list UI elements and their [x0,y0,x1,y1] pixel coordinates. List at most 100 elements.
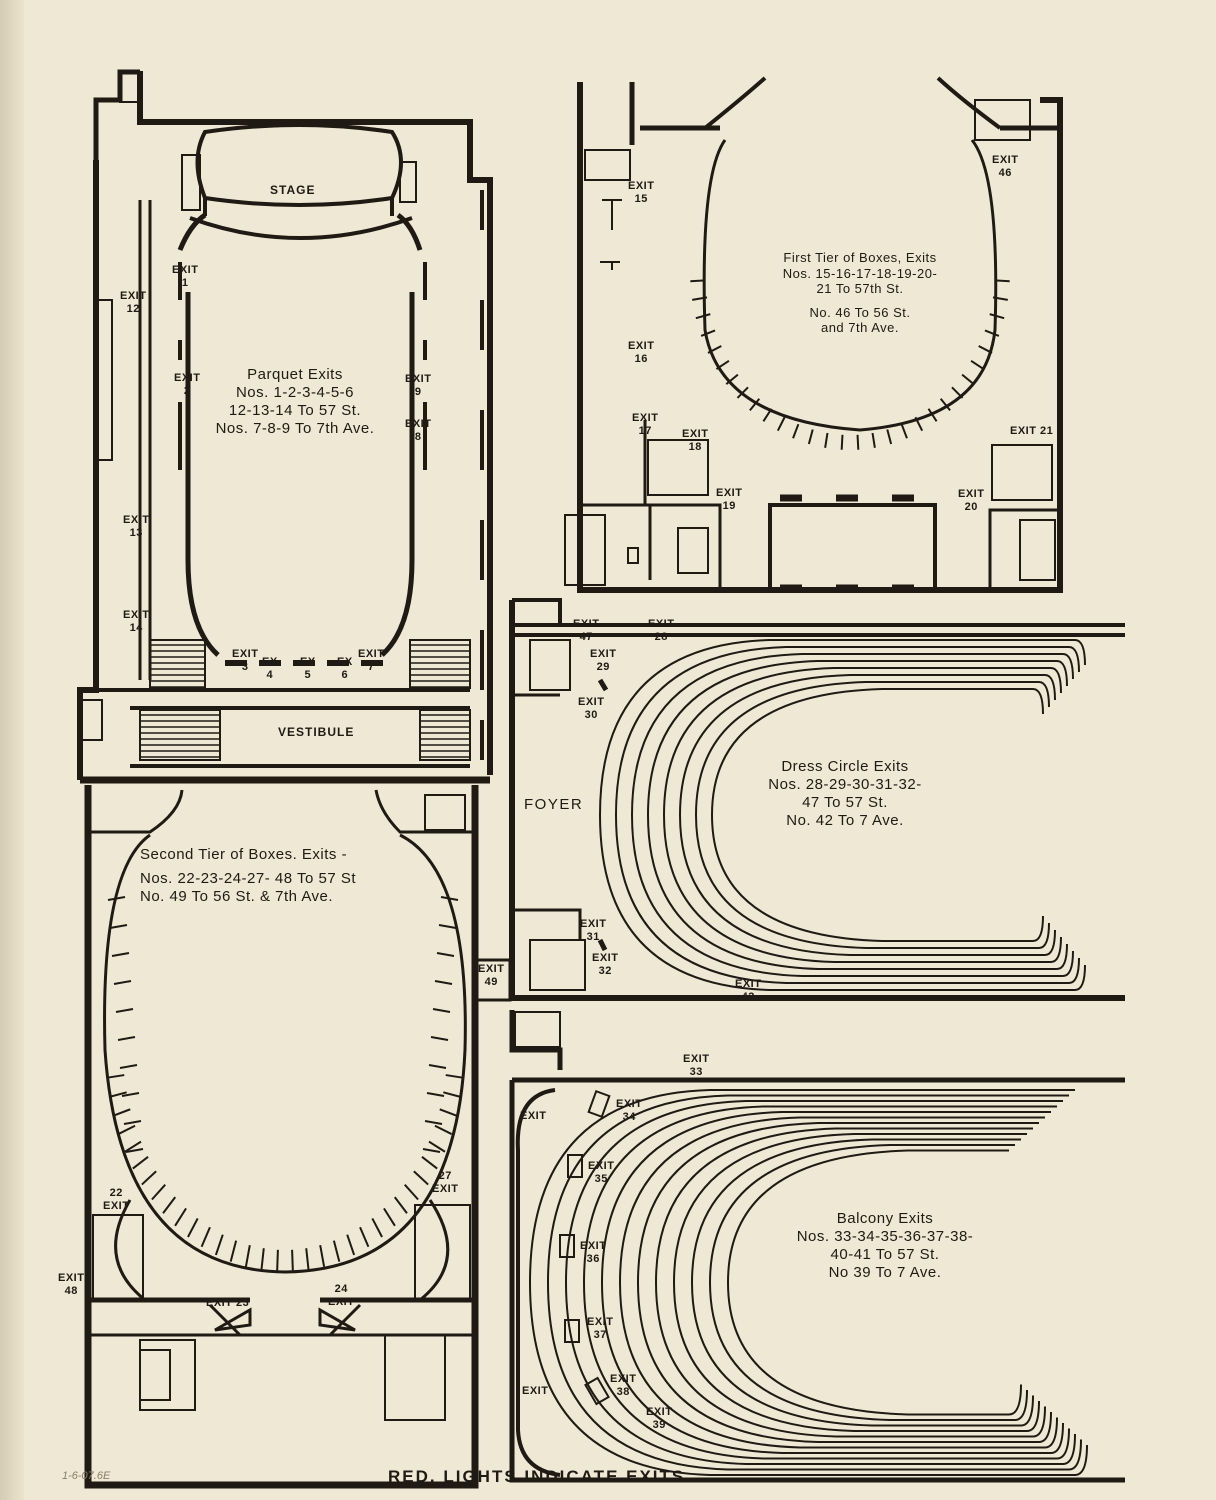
exit-word: EXIT [120,290,147,302]
first-tier-box-divider [707,345,722,354]
dress-circle-line-2: 47 To 57 St. [802,794,888,811]
second-tier-box-divider [151,1184,166,1201]
first-tier-box-divider [939,398,951,412]
second-tier-box-divider [108,1091,127,1098]
exit-number: 39 [652,1419,666,1432]
second-tier-box-divider [117,1036,136,1041]
parquet-exits-info: Parquet Exits Nos. 1-2-3-4-5-6 12-13-14 … [185,366,405,438]
exit-word: EXIT [432,1183,459,1196]
exit-number: 46 [998,167,1012,180]
balcony-row [528,1089,1088,1476]
exit-number: 38 [616,1386,630,1399]
second-tier-box-divider [393,1196,408,1214]
exit-word: EXIT [628,340,655,352]
exit-word: EXIT [358,648,385,660]
dress-circle-row [694,681,1050,949]
exit-word: EXIT [646,1406,673,1418]
exit-word: EXIT [628,180,655,192]
exit-number: 33 [689,1066,703,1079]
first-tier-box-divider [736,386,749,399]
exit-number: 24 [334,1283,348,1295]
foyer-label: FOYER [524,796,584,813]
balcony-exits-info: Balcony Exits Nos. 33-34-35-36-37-38- 40… [750,1210,1020,1282]
exit-word: EXIT [716,487,743,499]
exit-word: EXIT [632,412,659,424]
exit-number: 29 [596,661,610,674]
stage-label: STAGE [270,183,316,197]
second-tier-box-divider [319,1245,326,1267]
exit-number: 49 [484,976,498,989]
second-tier-box-divider [428,1064,447,1069]
exit-number: 8 [414,431,422,444]
second-tier-title: Second Tier of Boxes. Exits - [140,846,348,863]
first-tier-box-divider [970,359,985,370]
second-tier-box-divider [229,1240,238,1262]
exit-word: EXIT [123,514,150,526]
first-tier-box-divider [692,296,708,301]
exit-number: 9 [414,386,422,399]
exit-word: EXIT [683,1053,710,1065]
second-tier-box-divider [115,1008,134,1013]
first-tier-box-divider [807,429,814,445]
exit-word: EXIT [478,963,505,975]
second-tier-box-divider [187,1217,199,1238]
second-tier-box-divider [174,1207,187,1227]
exit-word: EXIT [172,264,199,276]
second-tier-line-1: Nos. 22-23-24-27- 48 To 57 St [140,870,357,887]
exit-number: 28 [654,631,668,644]
exit-number: 2 [183,385,191,398]
ex-word: EX [337,656,353,668]
first-tier-line-3: No. 46 To 56 St. [809,304,911,320]
ex-word: EX [300,656,316,668]
exit-number: 1 [181,277,189,290]
first-tier-line-1: Nos. 15-16-17-18-19-20- [782,265,938,281]
second-tier-box-divider [445,1074,464,1079]
first-tier-box-divider [840,434,844,450]
first-tier-box-divider [762,408,773,422]
second-tier-box-divider [383,1207,396,1227]
parquet-line-1: Nos. 1-2-3-4-5-6 [235,384,355,401]
exit-number: 6 [341,669,349,682]
exit-word: EXIT [958,488,985,500]
second-tier-box-divider [200,1226,211,1248]
exit-number: 34 [622,1111,636,1124]
first-tier-box-divider [914,416,924,432]
dress-circle-row [678,674,1056,956]
second-tier-box-divider [432,1008,451,1013]
first-tier-box-divider [856,434,860,450]
exit-word: EXIT [580,918,607,930]
second-tier-box-divider [359,1226,370,1248]
balcony-line-1: Nos. 33-34-35-36-37-38- [796,1228,974,1245]
second-tier-box-divider [117,1124,136,1135]
second-tier-box-divider [438,924,457,929]
exit-word: EXIT [590,648,617,660]
second-tier-box-divider [276,1249,279,1272]
exit-number: 14 [129,622,143,635]
second-tier-box-divider [436,952,455,957]
second-tier-box-divider [439,1108,458,1117]
exit-word: EXIT [123,609,150,621]
exit-word: EXIT [174,372,201,384]
second-tier-box-divider [109,924,128,929]
second-tier-box-divider [106,1074,125,1079]
second-tier-box-divider [434,1124,453,1135]
exit-number: 35 [594,1173,608,1186]
second-tier-box-divider [119,1064,138,1069]
